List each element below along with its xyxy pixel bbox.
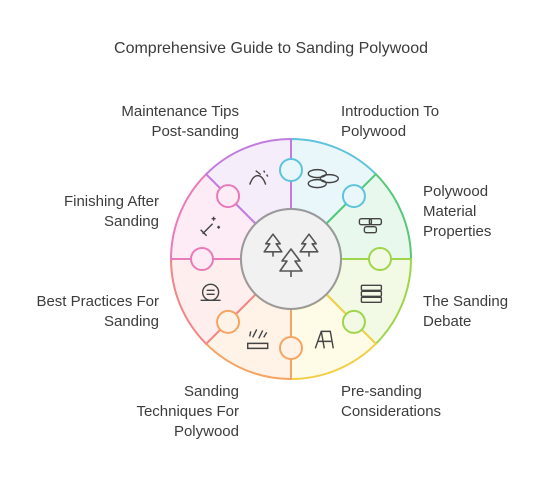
puzzle-knob bbox=[216, 184, 241, 209]
label-line: Introduction To bbox=[341, 103, 440, 120]
puzzle-knob bbox=[190, 247, 214, 271]
label-techniques: Sanding Techniques For Polywood bbox=[136, 382, 239, 442]
puzzle-knob bbox=[341, 184, 366, 209]
diagram-title: Comprehensive Guide to Sanding Polywood bbox=[114, 40, 428, 57]
puzzle-knob bbox=[279, 336, 303, 360]
label-line: The Sanding bbox=[423, 293, 509, 310]
label-line: Finishing After bbox=[63, 193, 159, 210]
label-sanding-debate: The Sanding Debate bbox=[423, 292, 508, 332]
label-line: Sanding bbox=[103, 213, 159, 230]
center-hub bbox=[240, 208, 342, 310]
puzzle-knob bbox=[368, 247, 392, 271]
label-line: Polywood bbox=[173, 423, 239, 440]
label-maintenance: Maintenance Tips Post-sanding bbox=[121, 102, 239, 142]
label-line: Maintenance Tips bbox=[121, 103, 239, 120]
label-pre-sanding: Pre-sanding Considerations bbox=[341, 382, 441, 422]
label-line: Best Practices For bbox=[36, 293, 159, 310]
puzzle-pieces bbox=[170, 138, 412, 380]
label-line: Pre-sanding bbox=[341, 383, 422, 400]
label-line: Considerations bbox=[341, 403, 442, 420]
cleaning-spray-icon bbox=[249, 170, 269, 185]
pine-trees-icon bbox=[263, 233, 319, 277]
label-best-practices: Best Practices For Sanding bbox=[36, 292, 159, 332]
label-finishing: Finishing After Sanding bbox=[64, 192, 159, 232]
label-line: Sanding bbox=[103, 313, 159, 330]
wood-planks-icon bbox=[358, 218, 383, 234]
wood-logs-icon bbox=[307, 168, 339, 189]
label-line: Polywood bbox=[423, 183, 489, 200]
label-introduction: Introduction To Polywood bbox=[341, 102, 439, 142]
puzzle-knob bbox=[216, 309, 241, 334]
orbital-sander-icon bbox=[200, 283, 221, 301]
puzzle-knob bbox=[279, 158, 303, 182]
label-material-properties: Polywood Material Properties bbox=[423, 182, 491, 242]
segment-icons bbox=[200, 168, 383, 350]
label-line: Techniques For bbox=[136, 403, 239, 420]
label-line: Properties bbox=[423, 223, 492, 240]
brush-sparkle-icon bbox=[200, 216, 221, 237]
label-line: Material bbox=[423, 203, 477, 220]
center-circle bbox=[240, 208, 342, 310]
label-line: Sanding bbox=[183, 383, 239, 400]
label-line: Polywood bbox=[341, 123, 407, 140]
label-line: Debate bbox=[423, 313, 472, 330]
label-line: Post-sanding bbox=[151, 123, 239, 140]
stacked-boards-icon bbox=[360, 284, 383, 303]
puzzle-knob bbox=[341, 309, 366, 334]
sanding-block-icon bbox=[247, 329, 269, 350]
sawhorse-icon bbox=[314, 330, 334, 349]
